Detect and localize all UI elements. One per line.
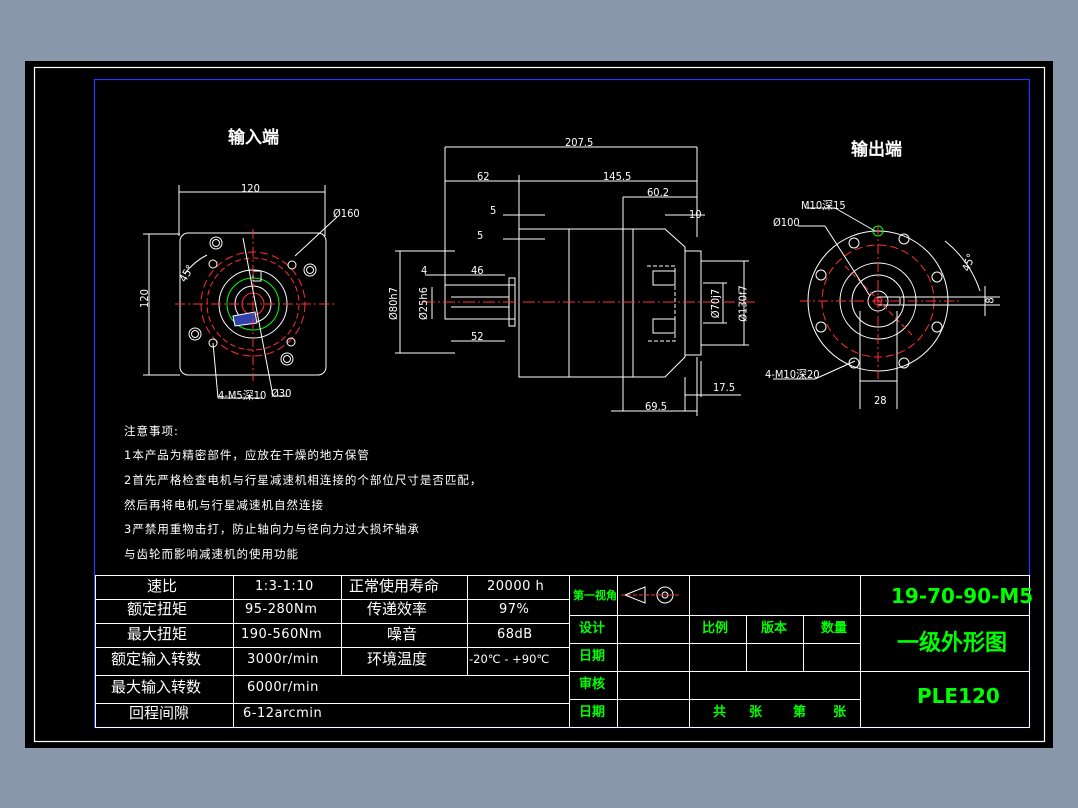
- side-view: [395, 146, 755, 416]
- spec-key: 回程间隙: [129, 704, 190, 722]
- spec-key: 正常使用寿命: [349, 577, 440, 595]
- spec-value: 68dB: [497, 627, 533, 642]
- output-bottom-note: 4-M10深20: [765, 368, 820, 381]
- side-17-dim: 17.5: [713, 381, 736, 394]
- input-end-label: 输入端: [228, 128, 279, 148]
- note-line: 1本产品为精密部件，应放在干燥的地方保管: [124, 448, 370, 462]
- side-52-dim: 52: [471, 330, 484, 343]
- note-line: 与齿轮而影响减速机的使用功能: [124, 547, 299, 561]
- sheet-unit-label: 张: [749, 705, 763, 720]
- spec-key: 最大扭矩: [127, 625, 188, 643]
- side-145-dim: 145.5: [603, 170, 632, 183]
- spec-table-grid: [95, 575, 570, 728]
- date1-label: 日期: [579, 649, 606, 664]
- spec-value: 97%: [499, 602, 530, 617]
- spec-key: 环境温度: [367, 650, 428, 668]
- spec-key: 额定扭矩: [127, 600, 188, 618]
- spec-value: 6-12arcmin: [243, 706, 323, 721]
- output-view: [773, 207, 1000, 409]
- spec-value: 190-560Nm: [241, 627, 323, 642]
- spec-value: 95-280Nm: [245, 602, 318, 617]
- scale-label: 比例: [702, 621, 729, 636]
- side-5a-dim: 5: [490, 204, 497, 217]
- inner-frame: [93, 78, 1031, 729]
- outer-frame: [33, 66, 1046, 743]
- side-46-dim: 46: [471, 264, 484, 277]
- spec-value: -20℃ - +90℃: [469, 652, 550, 666]
- projection-label: 第一视角: [573, 589, 617, 602]
- side-4-dim: 4: [421, 264, 428, 277]
- drawing-sheet: 输入端 输出端 120 120 45° Ø160 4-M5深10 Ø30 207…: [25, 61, 1053, 748]
- cad-drawing: [33, 66, 1046, 743]
- output-8-dim: 8: [983, 297, 997, 304]
- side-dia80-dim: Ø80h7: [386, 287, 400, 320]
- input-hole-note: 4-M5深10: [218, 389, 267, 402]
- notes-title: 注意事项:: [124, 424, 179, 438]
- spec-key: 传递效率: [367, 600, 428, 618]
- side-dia130-dim: Ø130f7: [736, 285, 750, 322]
- spec-key: 最大输入转数: [111, 678, 202, 696]
- side-62-dim: 62: [477, 170, 490, 183]
- sheet-no-label: 第: [793, 705, 807, 720]
- review-label: 审核: [579, 677, 606, 692]
- spec-key: 额定输入转数: [111, 650, 202, 668]
- note-line: 然后再将电机与行星减速机自然连接: [124, 498, 324, 512]
- quantity-label: 数量: [821, 621, 848, 636]
- output-28-dim: 28: [874, 394, 887, 407]
- side-10-dim: 10: [689, 208, 702, 221]
- input-width-dim: 120: [241, 182, 260, 195]
- drawing-code: 19-70-90-M5: [891, 584, 1034, 608]
- note-line: 3严禁用重物击打，防止轴向力与径向力过大损坏轴承: [124, 522, 420, 536]
- input-dia160-dim: Ø160: [333, 207, 360, 220]
- note-line: 2首先严格检查电机与行星减速机相连接的个部位尺寸是否匹配，: [124, 473, 483, 487]
- total-sheets-label: 共: [713, 705, 727, 720]
- input-height-dim: 120: [137, 289, 151, 308]
- version-label: 版本: [761, 621, 788, 636]
- output-dia100-dim: Ø100: [773, 216, 800, 229]
- input-dia30-dim: Ø30: [271, 387, 292, 400]
- side-total-dim: 207.5: [565, 136, 594, 149]
- side-5b-dim: 5: [477, 229, 484, 242]
- spec-value: 20000 h: [487, 579, 545, 594]
- spec-key: 噪音: [387, 625, 418, 643]
- output-top-note: M10深15: [801, 199, 846, 212]
- side-dia70-dim: Ø70j7: [709, 288, 723, 319]
- output-end-label: 输出端: [851, 140, 902, 160]
- spec-value: 3000r/min: [247, 652, 319, 667]
- spec-value: 6000r/min: [247, 680, 319, 695]
- input-view: [143, 185, 338, 399]
- title-block-grid: [569, 575, 1030, 728]
- model-number: PLE120: [917, 684, 1000, 708]
- spec-key: 速比: [147, 577, 178, 595]
- design-label: 设计: [579, 621, 606, 636]
- drawing-name: 一级外形图: [897, 631, 1008, 656]
- spec-value: 1:3-1:10: [255, 579, 314, 594]
- side-60-dim: 60.2: [647, 186, 670, 199]
- sheet-unit-label: 张: [833, 705, 847, 720]
- side-69-dim: 69.5: [645, 400, 668, 413]
- side-dia25-dim: Ø25h6: [416, 287, 430, 320]
- projection-symbol-icon: [621, 586, 681, 604]
- date2-label: 日期: [579, 705, 606, 720]
